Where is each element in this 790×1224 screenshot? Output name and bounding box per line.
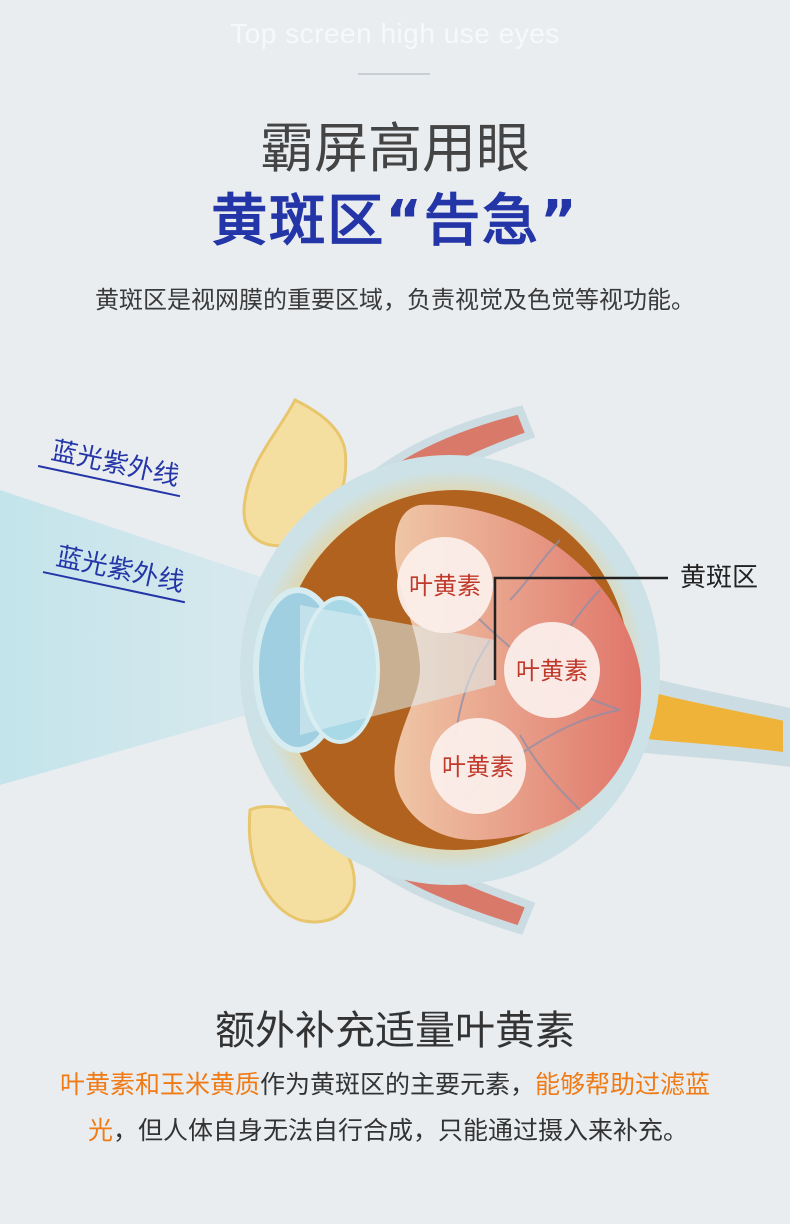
light-label-1-underline xyxy=(37,465,181,498)
title-line-1: 霸屏高用眼 xyxy=(260,117,530,180)
lutein-circle-2 xyxy=(504,622,600,718)
eye-illustration: 叶黄素 叶黄素 叶黄素 黄斑区 蓝光紫外线 蓝光紫外线 xyxy=(0,340,790,990)
title-line-2: 黄斑区“告急” xyxy=(211,189,579,254)
lutein-label-1: 叶黄素 xyxy=(409,572,481,600)
macula-pointer-line xyxy=(493,576,668,680)
body-highlight-1: 叶黄素和玉米黄质 xyxy=(60,1070,261,1099)
body-highlight-3: 光 xyxy=(88,1116,114,1145)
intro-text: 黄斑区是视网膜的重要区域，负责视觉及色觉等视功能。 xyxy=(95,286,695,314)
body-line-2: 光，但人体自身无法自行合成，只能通过摄入来补充。 xyxy=(60,1108,750,1154)
inner-beam xyxy=(300,605,495,735)
divider-line xyxy=(358,73,430,75)
lutein-label-2: 叶黄素 xyxy=(516,657,588,685)
body-text-1: 作为黄斑区的主要元素， xyxy=(260,1070,536,1099)
eyebrow-text: Top screen high use eyes xyxy=(230,18,560,49)
body-highlight-2: 能够帮助过滤蓝 xyxy=(535,1070,711,1099)
subhead: 额外补充适量叶黄素 xyxy=(215,1008,575,1054)
body-paragraph: 叶黄素和玉米黄质作为黄斑区的主要元素，能够帮助过滤蓝 光，但人体自身无法自行合成… xyxy=(60,1062,750,1154)
light-label-1: 蓝光紫外线 xyxy=(49,436,182,492)
lutein-circle-1 xyxy=(397,537,493,633)
body-text-2: ，但人体自身无法自行合成，只能通过摄入来补充。 xyxy=(113,1116,689,1145)
light-label-2-underline xyxy=(42,571,186,604)
lutein-label-3: 叶黄素 xyxy=(442,753,514,781)
macula-label: 黄斑区 xyxy=(680,563,758,593)
light-beam xyxy=(0,490,300,785)
lutein-circle-3 xyxy=(430,718,526,814)
